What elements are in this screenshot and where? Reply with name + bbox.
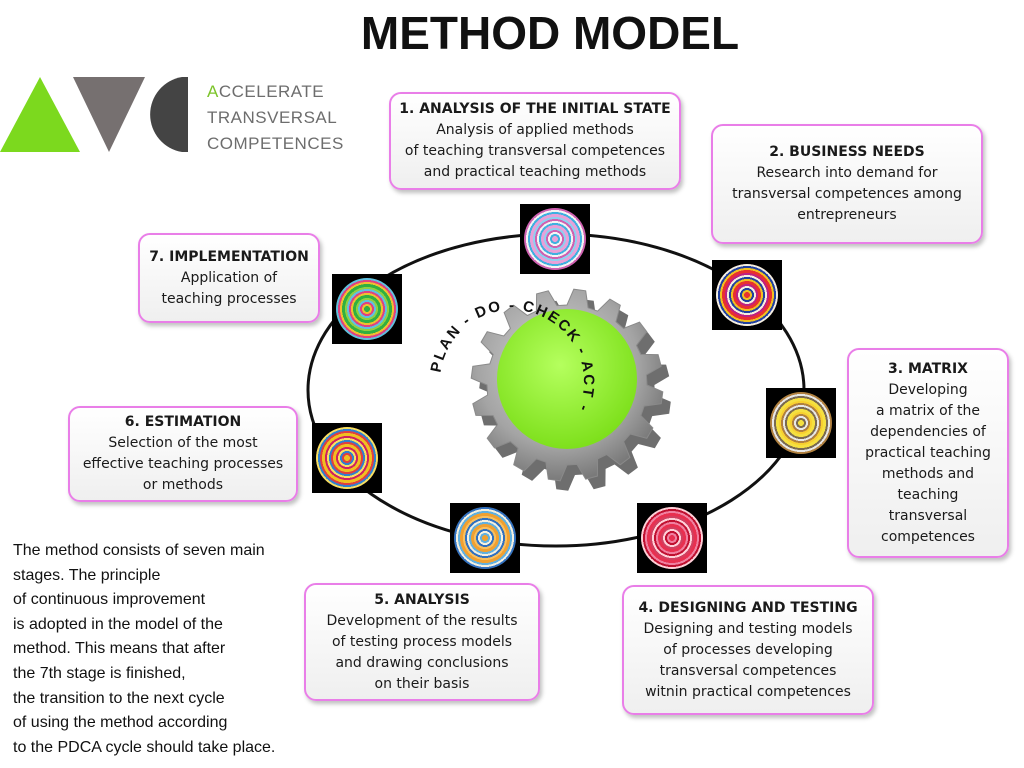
- stage-7-disc: [332, 274, 402, 344]
- stage-1-body: Analysis of applied methods of teaching …: [404, 122, 666, 180]
- stage-1-heading: 1. ANALYSIS OF THE INITIAL STATE: [399, 101, 671, 117]
- stage-6-body: Selection of the most effective teaching…: [82, 435, 284, 493]
- brand-accent-letter: A: [207, 82, 219, 101]
- stage-3-body: Developing a matrix of the dependencies …: [865, 381, 991, 545]
- avc-logo: [0, 77, 188, 152]
- stage-7-body: Application of teaching processes: [161, 269, 297, 307]
- stage-4-disc: [637, 503, 707, 573]
- logo-dark-c: [150, 77, 188, 152]
- stage-4-box: 4. DESIGNING AND TESTING Designing and t…: [622, 585, 874, 715]
- stage-6-box: 6. ESTIMATION Selection of the most effe…: [68, 406, 298, 502]
- gear-center: [497, 309, 637, 449]
- logo-gray-triangle: [73, 77, 145, 152]
- brand-line3: COMPETENCES: [207, 134, 344, 153]
- stage-2-disc: [712, 260, 782, 330]
- stage-4-heading: 4. DESIGNING AND TESTING: [638, 599, 858, 616]
- logo-green-triangle: [0, 77, 80, 152]
- stage-1-box: 1. ANALYSIS OF THE INITIAL STATE Analysi…: [389, 92, 681, 190]
- brand-line2: TRANSVERSAL: [207, 108, 338, 127]
- stage-7-box: 7. IMPLEMENTATION Application of teachin…: [138, 233, 320, 323]
- method-description: The method consists of seven main stages…: [13, 542, 276, 756]
- stage-2-body: Research into demand for transversal com…: [732, 165, 962, 223]
- stage-2-box: 2. BUSINESS NEEDS Research into demand f…: [711, 124, 983, 244]
- stage-5-disc: [450, 503, 520, 573]
- stage-5-body: Development of the results of testing pr…: [326, 612, 518, 692]
- brand-line1: CCELERATE: [218, 82, 325, 101]
- stage-3-heading: 3. MATRIX: [888, 360, 968, 377]
- stage-3-box: 3. MATRIX Developing a matrix of the dep…: [847, 348, 1009, 558]
- stage-3-disc: [766, 388, 836, 458]
- stage-5-heading: 5. ANALYSIS: [374, 591, 470, 608]
- page-title: METHOD MODEL: [360, 7, 740, 59]
- stage-5-box: 5. ANALYSIS Development of the results o…: [304, 583, 540, 701]
- stage-7-heading: 7. IMPLEMENTATION: [149, 248, 309, 265]
- stage-2-heading: 2. BUSINESS NEEDS: [769, 144, 925, 160]
- stage-6-heading: 6. ESTIMATION: [124, 414, 242, 430]
- stage-4-body: Designing and testing models of processe…: [643, 620, 853, 700]
- brand-text: ACCELERATE TRANSVERSAL COMPETENCES: [207, 79, 344, 157]
- stage-6-disc: [312, 423, 382, 493]
- stage-1-disc: [520, 204, 590, 274]
